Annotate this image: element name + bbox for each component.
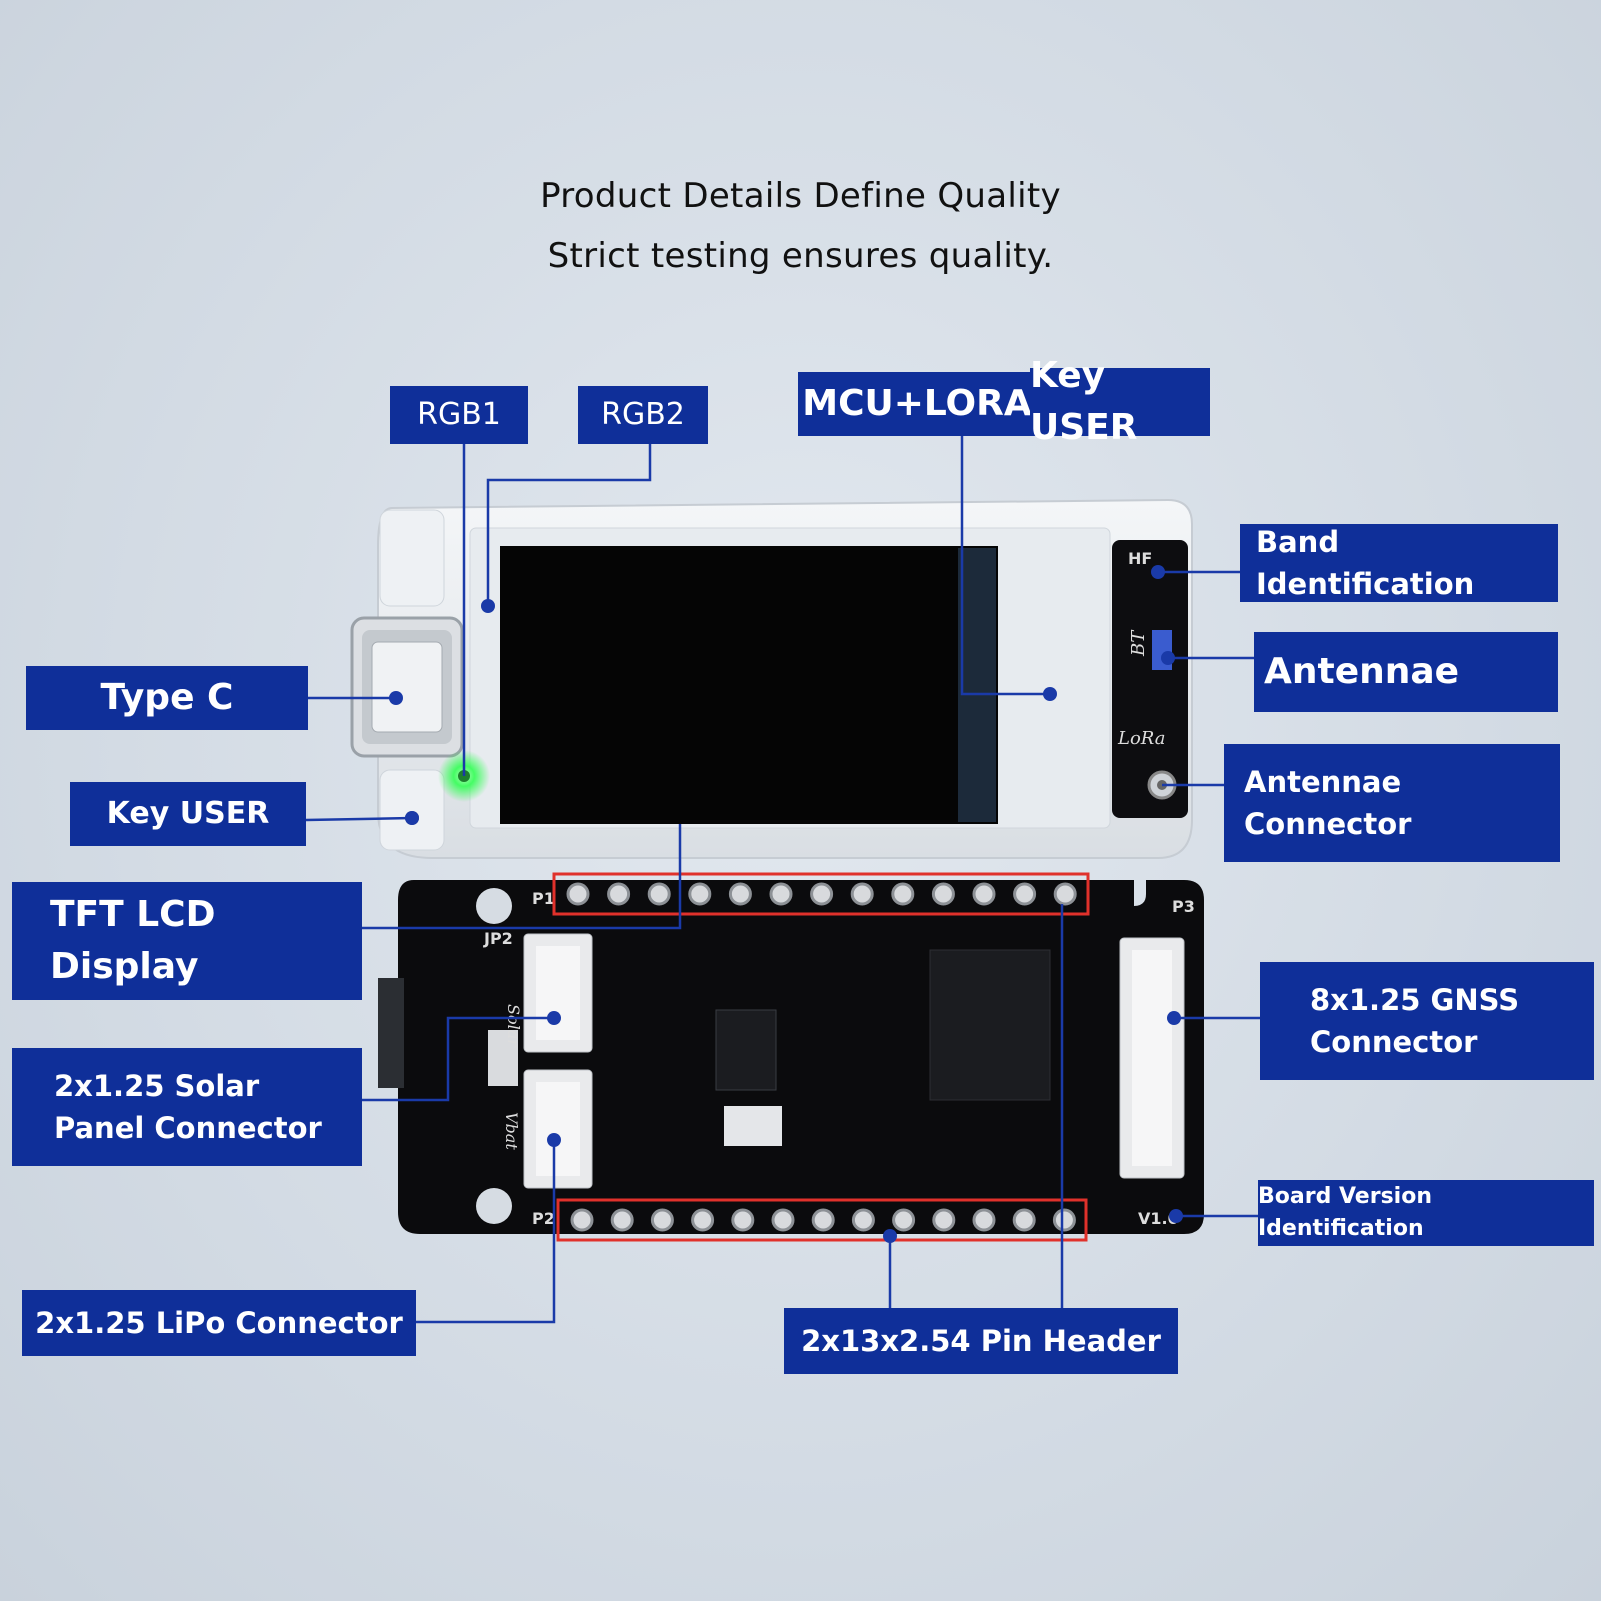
silk-solar: Solar xyxy=(504,1004,523,1048)
header-p2-pin xyxy=(972,1208,996,1232)
label-rgb1: RGB1 xyxy=(390,386,528,444)
silk-vbat: Vbat xyxy=(502,1112,521,1150)
header-p1-pin xyxy=(1053,882,1077,906)
dot-solar xyxy=(547,1011,561,1025)
silk-lora: LoRa xyxy=(1117,728,1166,749)
label-board-version-identification: Board Version Identification xyxy=(1258,1180,1594,1246)
header-p1-pin xyxy=(769,882,793,906)
headline-subtitle: Strict testing ensures quality. xyxy=(547,236,1054,276)
lipo-jst-connector xyxy=(523,1069,593,1189)
label-gnss-connector: 8x1.25 GNSS Connector xyxy=(1260,962,1594,1080)
header-p2-pin xyxy=(610,1208,634,1232)
pin-row-p2 xyxy=(570,1208,1076,1232)
silk-version: V1.0 xyxy=(1138,1209,1179,1228)
side-connector xyxy=(378,978,404,1088)
label-antennae: Antennae xyxy=(1254,632,1558,712)
dot-type-c xyxy=(389,691,403,705)
header-p2-pin xyxy=(1012,1208,1036,1232)
label-band-identification: Band Identification xyxy=(1240,524,1558,602)
header-p1-pin xyxy=(647,882,671,906)
screen-flex xyxy=(958,548,996,822)
leader-key-user xyxy=(305,816,413,822)
dot-band-identification xyxy=(1151,565,1165,579)
header-p2-pin xyxy=(1052,1208,1076,1232)
headline-title: Product Details Define Quality xyxy=(540,176,1061,216)
usb-type-c-port xyxy=(350,616,464,758)
header-p1-pin xyxy=(566,882,590,906)
header-p1-pin xyxy=(1013,882,1037,906)
header-p1-pin xyxy=(728,882,752,906)
label-pin-header: 2x13x2.54 Pin Header xyxy=(784,1308,1178,1374)
header-p1-pin xyxy=(972,882,996,906)
leader-solar xyxy=(362,1016,554,1102)
antenna-module: HF BT LoRa xyxy=(1112,540,1188,818)
mcu-chip xyxy=(929,949,1051,1101)
header-p2-pin xyxy=(731,1208,755,1232)
header-p2-pin xyxy=(851,1208,875,1232)
solar-jst-connector xyxy=(523,933,593,1053)
header-p2-pin xyxy=(691,1208,715,1232)
silk-bt: BT xyxy=(1128,629,1149,657)
silk-p3: P3 xyxy=(1172,897,1195,916)
label-tft-lcd-display: TFT LCD Display xyxy=(12,882,362,1000)
label-type-c: Type C xyxy=(26,666,308,730)
mount-hole-top xyxy=(476,888,512,924)
pin-header-p1-outline xyxy=(552,872,1090,916)
dot-key-user xyxy=(405,811,419,825)
upper-case: HF BT LoRa xyxy=(350,498,1193,859)
pcb-outline xyxy=(398,880,1204,1234)
leader-rgb2 xyxy=(486,438,652,606)
header-p1-pin xyxy=(850,882,874,906)
label-lipo-connector: 2x1.25 LiPo Connector xyxy=(22,1290,416,1356)
dot-pin-header xyxy=(883,1229,897,1243)
regulator-chip xyxy=(715,1009,777,1091)
header-p2-pin xyxy=(811,1208,835,1232)
dot-lipo xyxy=(547,1133,561,1147)
header-p1-pin xyxy=(810,882,834,906)
smd-pads xyxy=(488,1030,518,1086)
label-rgb2: RGB2 xyxy=(578,386,708,444)
header-p2-pin xyxy=(932,1208,956,1232)
header-p2-pin xyxy=(570,1208,594,1232)
leader-mcu-lora xyxy=(960,436,1050,696)
charger-chip xyxy=(724,1106,782,1146)
header-p2-pin xyxy=(650,1208,674,1232)
mount-hole-bottom xyxy=(476,1188,512,1224)
gnss-jst-connector xyxy=(1119,937,1185,1179)
lower-pcb: P1 JP2 Solar Vbat P2 P3 V1.0 xyxy=(378,872,1204,1242)
case-corner-bottom xyxy=(379,769,445,851)
silk-jp2: JP2 xyxy=(483,929,513,948)
leader-dots xyxy=(389,565,1183,1243)
header-p2-pin xyxy=(771,1208,795,1232)
leader-tft-lcd xyxy=(362,824,682,930)
label-solar-panel-connector: 2x1.25 Solar Panel Connector xyxy=(12,1048,362,1166)
dot-gnss xyxy=(1167,1011,1181,1025)
label-key-user-top: Key USER xyxy=(1030,355,1210,448)
header-p2-pin xyxy=(892,1208,916,1232)
pin-header-p2-outline xyxy=(556,1198,1088,1242)
header-p1-pin xyxy=(607,882,631,906)
dot-rgb2 xyxy=(481,599,495,613)
dot-board-version xyxy=(1169,1209,1183,1223)
header-p1-pin xyxy=(931,882,955,906)
dot-mcu-lora xyxy=(1043,687,1057,701)
leader-lines xyxy=(305,436,1262,1324)
label-key-user-left: Key USER xyxy=(70,782,306,846)
silk-hf: HF xyxy=(1128,549,1152,568)
case-corner-top xyxy=(379,509,445,607)
header-p1-pin xyxy=(688,882,712,906)
silk-p1: P1 xyxy=(532,889,555,908)
pin-row-p1 xyxy=(566,882,1077,906)
header-p1-pin xyxy=(891,882,915,906)
leader-lipo xyxy=(416,1140,556,1324)
tft-lcd-screen xyxy=(500,546,998,824)
silk-p2: P2 xyxy=(532,1209,555,1228)
label-mcu-lora: MCU+LORA xyxy=(798,372,1036,436)
label-antennae-connector: Antennae Connector xyxy=(1224,744,1560,862)
dot-antennae xyxy=(1161,651,1175,665)
